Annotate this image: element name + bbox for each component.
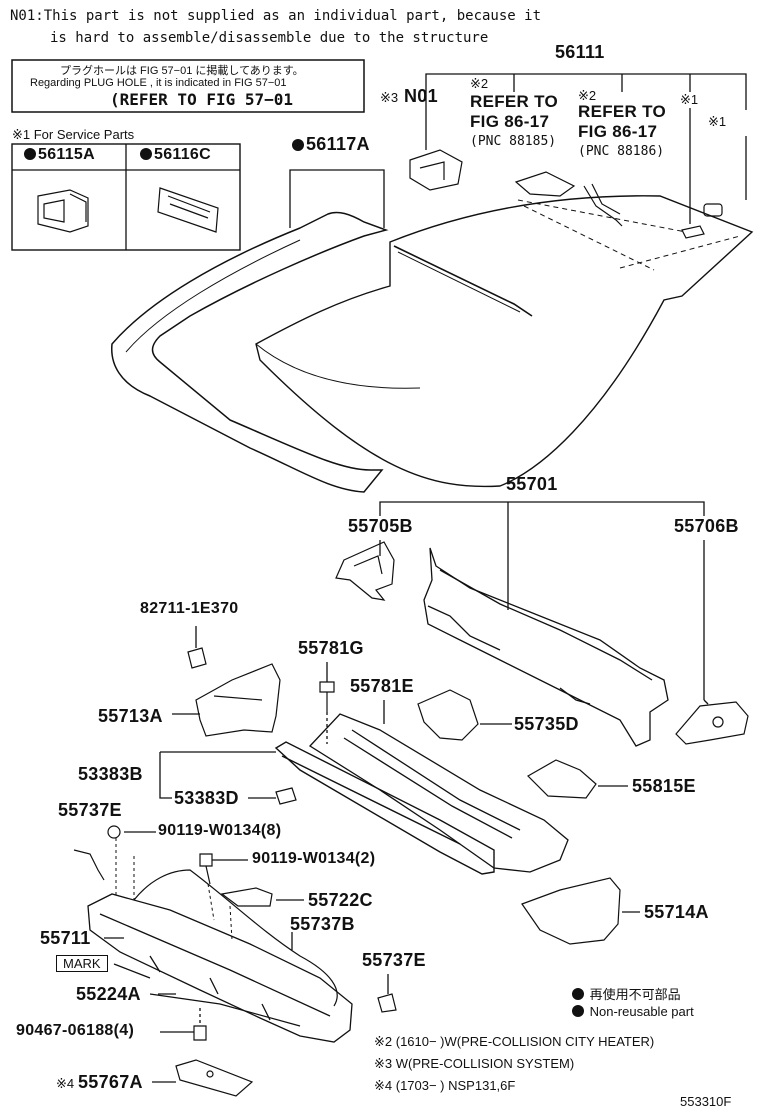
plug-hole-note-box bbox=[11, 59, 365, 113]
bracket-55722c-sketch bbox=[220, 887, 273, 907]
part-55737b: 55737B bbox=[290, 914, 355, 934]
part-55711: 55711 bbox=[40, 928, 91, 948]
ref2-line3: (PNC 88186) bbox=[578, 144, 665, 159]
pad-sketch bbox=[681, 225, 705, 239]
ref1-line2: FIG 86-17 bbox=[470, 112, 550, 131]
bracket-55706b-sketch bbox=[675, 701, 749, 745]
part-56117a: 56117A bbox=[292, 134, 370, 155]
part-56116c: 56116C bbox=[140, 146, 211, 164]
seal-53383b-sketch bbox=[274, 741, 495, 875]
star1-mark-a: ※1 bbox=[680, 92, 699, 107]
part-55706b: 55706B bbox=[674, 516, 739, 536]
clip-56116c-sketch bbox=[157, 187, 219, 233]
part-n01: N01 bbox=[404, 86, 438, 106]
n01-footnote-mark: ※3 bbox=[380, 90, 399, 105]
part-56111: 56111 bbox=[555, 42, 605, 62]
bracket-55815e-sketch bbox=[527, 759, 597, 799]
leader-53383b bbox=[159, 751, 276, 799]
grommet-82711-sketch bbox=[187, 647, 207, 669]
figure-id: 553310F bbox=[680, 1094, 732, 1109]
non-reusable-dot-icon bbox=[292, 139, 304, 151]
note-n01-line2: is hard to assemble/disassemble due to t… bbox=[50, 30, 489, 46]
part-55781g: 55781G bbox=[298, 638, 364, 658]
seal-55224a-sketch bbox=[149, 993, 301, 1027]
non-reusable-dot-icon bbox=[140, 148, 152, 160]
leader-55701 bbox=[379, 501, 705, 516]
part-90119-w0134-2: 90119-W0134(2) bbox=[252, 850, 376, 867]
plug-hole-reference: (REFER TO FIG 57−01 bbox=[110, 90, 294, 109]
footnote-4: ※4 (1703− ) NSP131,6F bbox=[374, 1078, 516, 1093]
part-55737e-top: 55737E bbox=[58, 800, 122, 820]
note-n01-line1: N01:This part is not supplied as an indi… bbox=[10, 8, 542, 24]
hose-55737e-sketch bbox=[73, 825, 121, 881]
clip-90467-sketch bbox=[193, 1025, 207, 1041]
legend-dot-icon bbox=[572, 988, 584, 1000]
ref2-footnote-mark: ※2 bbox=[578, 88, 597, 103]
clip-sketch-1 bbox=[703, 203, 723, 217]
nozzle-55737e-sketch bbox=[377, 993, 397, 1013]
star1-mark-b: ※1 bbox=[708, 114, 727, 129]
plug-hole-note-jp: プラグホールは FIG 57−01 に掲載してあります。 bbox=[60, 65, 304, 77]
part-55714a: 55714A bbox=[644, 902, 709, 922]
ref2-line2: FIG 86-17 bbox=[578, 122, 658, 141]
part-53383d: 53383D bbox=[174, 788, 239, 808]
panel-55714a-sketch bbox=[521, 877, 621, 945]
legend-non-reusable-jp: 再使用不可部品 bbox=[572, 984, 681, 1003]
part-55701: 55701 bbox=[506, 474, 558, 494]
sensor-bracket-sketch bbox=[514, 171, 576, 197]
mark-label: MARK bbox=[56, 955, 108, 972]
part-55767a: 55767A bbox=[78, 1072, 143, 1092]
legend-dot-icon bbox=[572, 1005, 584, 1017]
ref2-line1: REFER TO bbox=[578, 102, 667, 121]
leader-56117a bbox=[289, 169, 385, 228]
part-55767a-footnote-mark: ※4 bbox=[56, 1076, 75, 1091]
plug-hole-note-en: Regarding PLUG HOLE , it is indicated in… bbox=[30, 77, 287, 89]
ref1-line3: (PNC 88185) bbox=[470, 134, 557, 149]
clip-56115a-sketch bbox=[37, 189, 89, 233]
part-55737e-bottom: 55737E bbox=[362, 950, 426, 970]
part-55705b: 55705B bbox=[348, 516, 413, 536]
bolt-55781g-sketch bbox=[319, 681, 335, 712]
part-90119-w0134-8: 90119-W0134(8) bbox=[158, 822, 282, 839]
n01-bracket-sketch bbox=[409, 149, 463, 191]
part-56115a: 56115A bbox=[24, 146, 95, 164]
part-55713a: 55713A bbox=[98, 706, 163, 726]
leader-56111 bbox=[425, 73, 747, 110]
footnote-3: ※3 W(PRE-COLLISION SYSTEM) bbox=[374, 1056, 575, 1071]
bracket-55713a-sketch bbox=[195, 663, 281, 737]
part-53383b: 53383B bbox=[78, 764, 143, 784]
clip-53383d-sketch bbox=[275, 787, 297, 805]
legend-non-reusable-en: Non-reusable part bbox=[572, 1004, 694, 1019]
part-55735d: 55735D bbox=[514, 714, 579, 734]
footnote-2: ※2 (1610− )W(PRE-COLLISION CITY HEATER) bbox=[374, 1034, 655, 1049]
non-reusable-dot-icon bbox=[24, 148, 36, 160]
cowl-top-55781e-sketch bbox=[308, 713, 569, 873]
bracket-55735d-sketch bbox=[417, 689, 479, 741]
service-parts-note: ※1 For Service Parts bbox=[12, 127, 135, 142]
windshield-upper-ref bbox=[517, 199, 741, 271]
windshield-glass bbox=[255, 195, 754, 488]
part-55722c: 55722C bbox=[308, 890, 373, 910]
windshield-molding bbox=[111, 211, 389, 493]
bolt-90119-2-sketch bbox=[199, 853, 213, 885]
cowl-panel-sketch bbox=[423, 547, 669, 747]
louver-55711-sketch bbox=[87, 893, 353, 1043]
part-55781e: 55781E bbox=[350, 676, 414, 696]
mark-leader bbox=[113, 963, 151, 979]
pad-55767a-sketch bbox=[175, 1059, 254, 1097]
part-90467-06188: 90467-06188(4) bbox=[16, 1022, 135, 1039]
ref1-footnote-mark: ※2 bbox=[470, 76, 489, 91]
hose-55737b-sketch bbox=[133, 869, 338, 1007]
part-55224a: 55224A bbox=[76, 984, 141, 1004]
part-82711-1e370: 82711-1E370 bbox=[140, 600, 239, 617]
ref1-line1: REFER TO bbox=[470, 92, 559, 111]
harness-sketch bbox=[583, 183, 623, 227]
part-55815e: 55815E bbox=[632, 776, 696, 796]
bracket-55705b-sketch bbox=[335, 541, 395, 601]
